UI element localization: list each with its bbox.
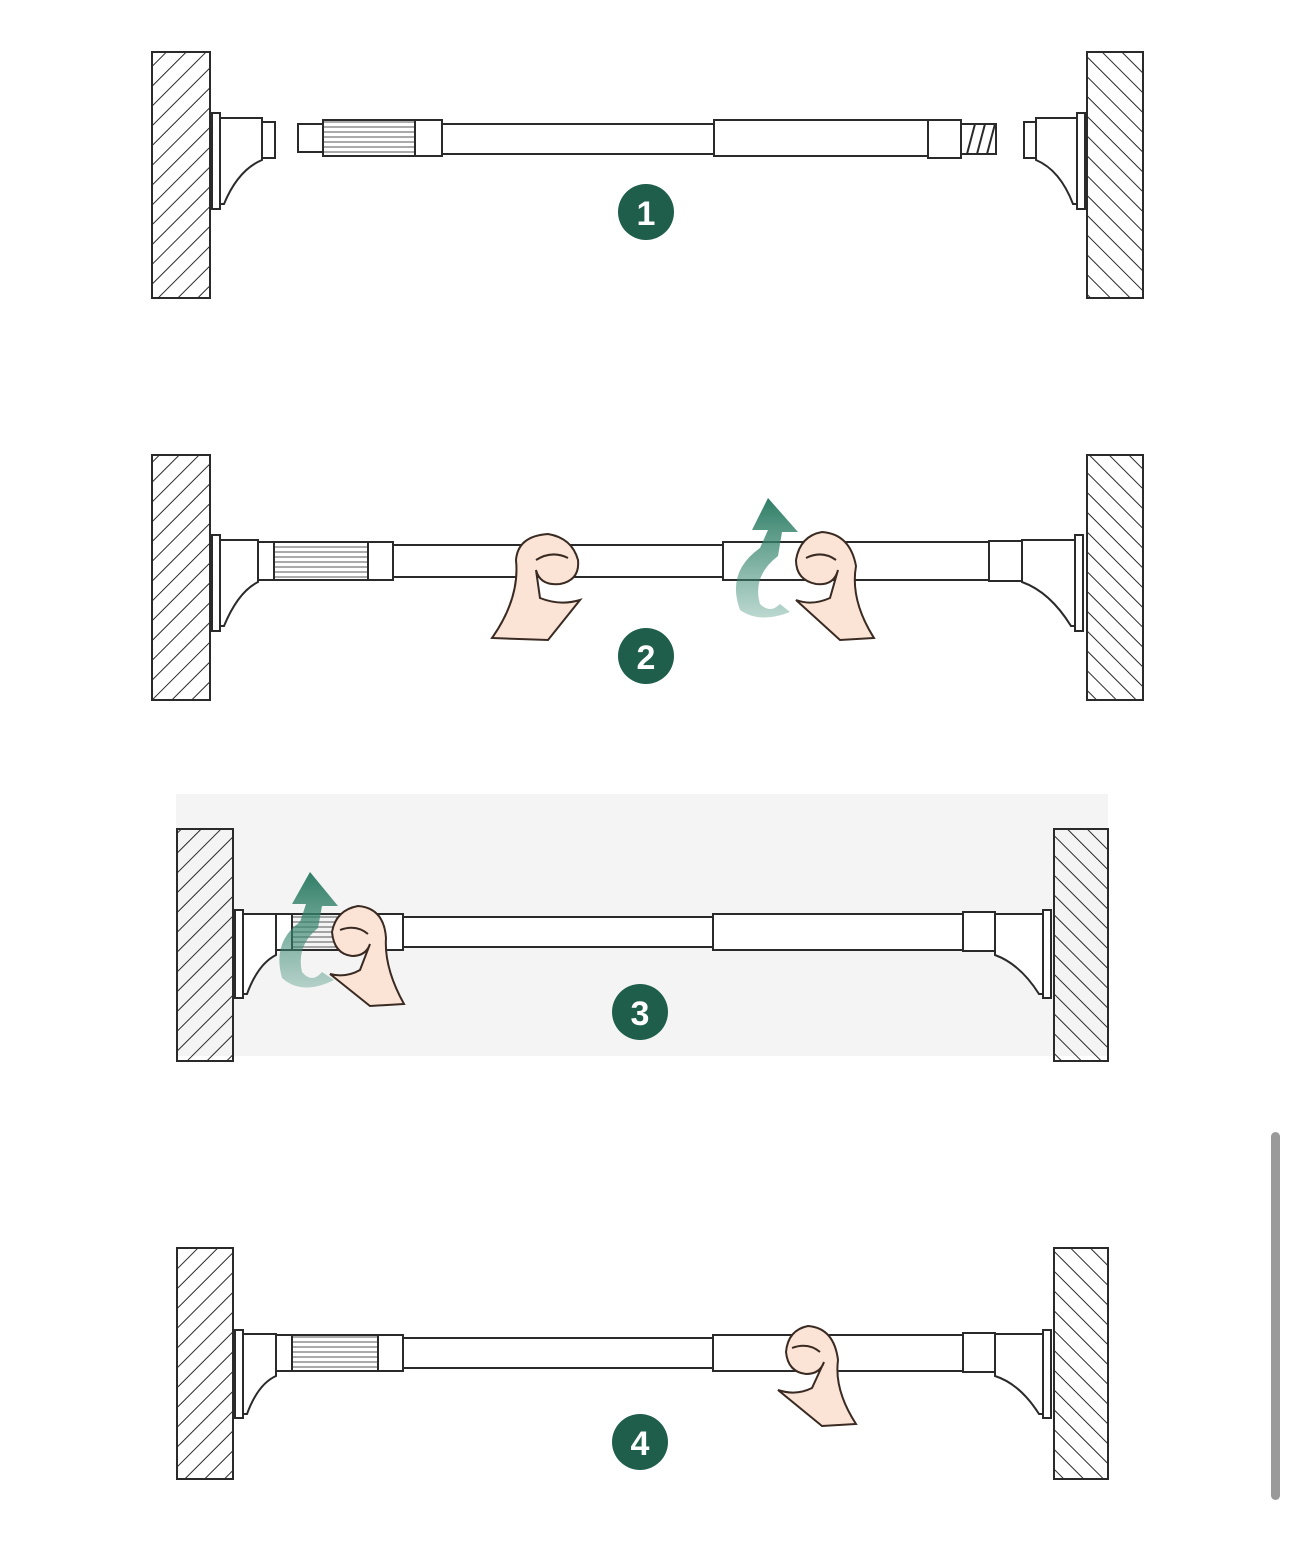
step-2-badge: 2 (618, 628, 674, 684)
step-2-number: 2 (637, 639, 656, 677)
hand (329, 904, 406, 1008)
step-3-illustration: 3 (176, 794, 1109, 1062)
left-wall (176, 1247, 234, 1480)
vertical-scrollbar[interactable] (1271, 1132, 1280, 1500)
right-wall (1086, 51, 1144, 299)
step-2-illustration: 2 (151, 454, 1144, 701)
rotate-arrow-icon (279, 872, 338, 988)
rod-disassembled (297, 119, 997, 159)
right-suction-mount (994, 1329, 1052, 1419)
step-4-number: 4 (631, 1425, 650, 1463)
left-wall (176, 828, 234, 1062)
right-wall (1086, 454, 1144, 701)
rod-installed (275, 1332, 996, 1373)
right-wall (1053, 828, 1109, 1062)
step-1-illustration: 1 (151, 51, 1144, 299)
step-4-illustration: 4 (176, 1247, 1109, 1480)
right-suction-mount (1023, 112, 1086, 210)
left-suction-mount (211, 112, 276, 210)
step-3-badge: 3 (612, 984, 668, 1040)
left-wall (151, 51, 211, 299)
right-wall (1053, 1247, 1109, 1480)
left-suction-mount (211, 534, 259, 632)
left-wall (151, 454, 211, 701)
left-suction-mount (234, 909, 277, 999)
left-hand (490, 532, 583, 642)
step-4-badge: 4 (612, 1414, 668, 1470)
hand (777, 1324, 858, 1428)
right-suction-mount (994, 909, 1052, 999)
step-1-number: 1 (637, 195, 656, 233)
left-suction-mount (234, 1329, 277, 1419)
step-1-badge: 1 (618, 184, 674, 240)
right-hand (794, 530, 876, 642)
rod-assembled (257, 540, 1023, 582)
rotate-arrow-icon (735, 498, 798, 618)
step-3-number: 3 (631, 995, 650, 1033)
right-suction-mount (1021, 534, 1084, 632)
